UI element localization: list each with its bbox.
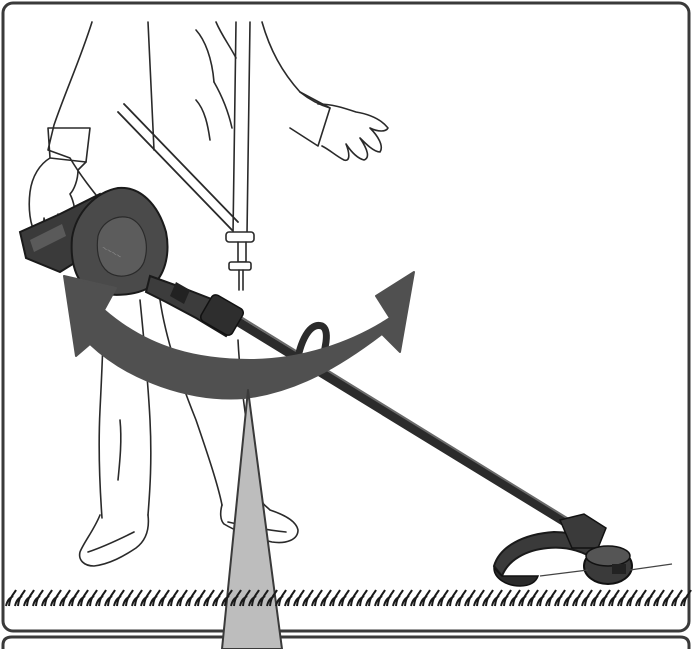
lower-panel-edge: [3, 637, 689, 649]
strap-buckle: [226, 232, 254, 242]
